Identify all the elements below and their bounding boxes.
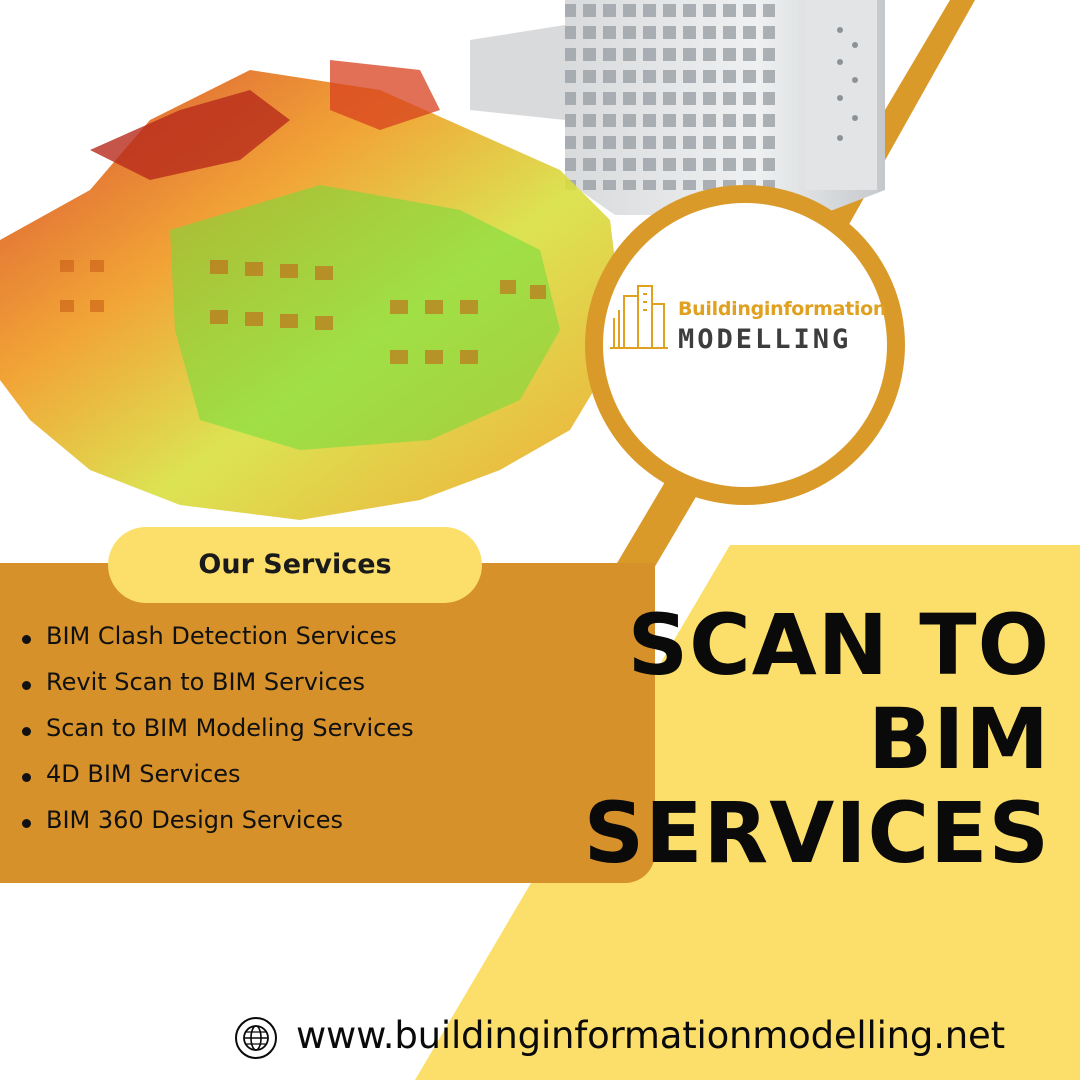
- bullet-icon: [22, 819, 31, 828]
- bullet-icon: [22, 773, 31, 782]
- headline: SCAN TO BIM SERVICES: [584, 598, 1050, 880]
- bullet-icon: [22, 681, 31, 690]
- point-cloud-scan: [0, 60, 620, 520]
- list-item: Revit Scan to BIM Services: [22, 668, 414, 714]
- list-item: Scan to BIM Modeling Services: [22, 714, 414, 760]
- yellow-background: [415, 545, 1080, 1080]
- list-item: BIM Clash Detection Services: [22, 622, 414, 668]
- service-label: BIM Clash Detection Services: [46, 622, 397, 650]
- tower-model: [470, 0, 885, 215]
- services-panel: [0, 563, 655, 883]
- logo-circle: [603, 203, 887, 487]
- building-logo-icon: [610, 285, 668, 349]
- service-label: 4D BIM Services: [46, 760, 241, 788]
- headline-line-2: BIM: [868, 690, 1050, 788]
- service-label: Revit Scan to BIM Services: [46, 668, 366, 696]
- list-item: BIM 360 Design Services: [22, 806, 414, 852]
- headline-line-1: SCAN TO: [627, 596, 1050, 694]
- website-link[interactable]: www.buildinginformationmodelling.net: [296, 1014, 1005, 1057]
- bullet-icon: [22, 727, 31, 736]
- services-list: BIM Clash Detection Services Revit Scan …: [22, 622, 414, 852]
- logo-wordmark-top: Buildinginformation: [678, 298, 887, 320]
- logo-wordmark-bottom: MODELLING: [678, 324, 852, 355]
- services-title-pill: [108, 527, 482, 603]
- services-title: Our Services: [198, 549, 392, 580]
- bullet-icon: [22, 635, 31, 644]
- service-label: Scan to BIM Modeling Services: [46, 714, 414, 742]
- list-item: 4D BIM Services: [22, 760, 414, 806]
- globe-icon: [235, 1017, 277, 1059]
- headline-line-3: SERVICES: [583, 784, 1050, 882]
- service-label: BIM 360 Design Services: [46, 806, 344, 834]
